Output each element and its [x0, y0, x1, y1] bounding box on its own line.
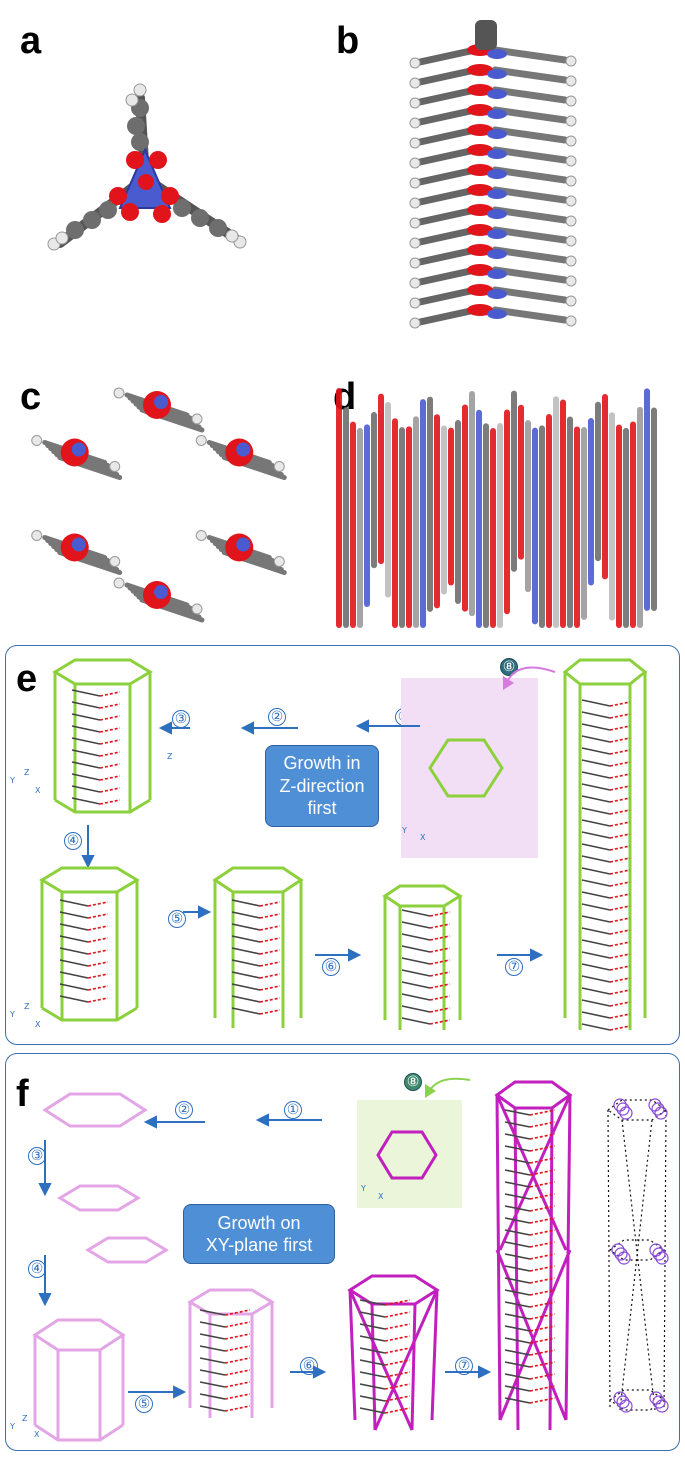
axis-z-e1: Z	[24, 768, 30, 777]
hexagonal-pore-icon	[31, 387, 287, 623]
inset-box-f	[357, 1100, 462, 1208]
callout-f-line-2: XY-plane first	[205, 1235, 313, 1255]
axis-y-e4: Y	[402, 826, 407, 835]
step-8-e: ⑧	[500, 658, 518, 676]
callout-line-1: Growth in	[283, 753, 361, 774]
step-2-e: ②	[268, 708, 286, 726]
callout-f-line-1: Growth on	[217, 1212, 301, 1233]
callout-line-3: first	[307, 798, 337, 819]
axis-y-e3: Y	[10, 1010, 15, 1019]
axis-y-f2: Y	[10, 1422, 15, 1431]
axis-x-e4: X	[420, 833, 426, 842]
axis-x-f2: X	[34, 1430, 40, 1439]
inset-box-e	[401, 678, 538, 858]
step-8-f: ⑧	[404, 1073, 422, 1091]
panel-label-a: a	[20, 20, 42, 62]
callout-line-2: Z-direction	[279, 775, 365, 796]
step-4-e: ④	[64, 832, 82, 850]
axis-y-e1: Y	[10, 776, 15, 785]
panel-label-b: b	[336, 20, 360, 62]
step-5-f: ⑤	[135, 1395, 153, 1413]
molecule-trimer-icon	[47, 83, 247, 251]
step-5-e: ⑤	[168, 910, 186, 928]
axis-z-f2: Z	[22, 1414, 28, 1423]
panel-label-c: c	[20, 376, 42, 418]
step-3-e: ③	[172, 710, 190, 728]
axis-x-e3: X	[35, 1020, 41, 1029]
panel-label-f: f	[16, 1073, 29, 1115]
panel-f-drawings	[32, 1077, 669, 1442]
axis-x-e1: X	[35, 786, 41, 795]
growth-callout-f: Growth on XY-plane first	[183, 1204, 335, 1264]
panel-label-e: e	[16, 658, 38, 700]
step-1-f: ①	[284, 1101, 302, 1119]
step-2-f: ②	[175, 1101, 193, 1119]
axis-z-e3: Z	[24, 1002, 30, 1011]
axis-x-f1: X	[378, 1192, 384, 1201]
column-array-icon	[336, 388, 657, 628]
step-7-f: ⑦	[455, 1357, 473, 1375]
helical-stack-icon	[409, 20, 577, 329]
growth-callout-e: Growth in Z-direction first	[265, 745, 379, 827]
axis-y-f1: Y	[361, 1184, 366, 1193]
step-7-e: ⑦	[505, 958, 523, 976]
step-6-e: ⑥	[322, 958, 340, 976]
step-4-f: ④	[28, 1260, 46, 1278]
panel-e-drawings	[39, 658, 648, 1031]
axis-z-e2: Z	[167, 752, 173, 761]
